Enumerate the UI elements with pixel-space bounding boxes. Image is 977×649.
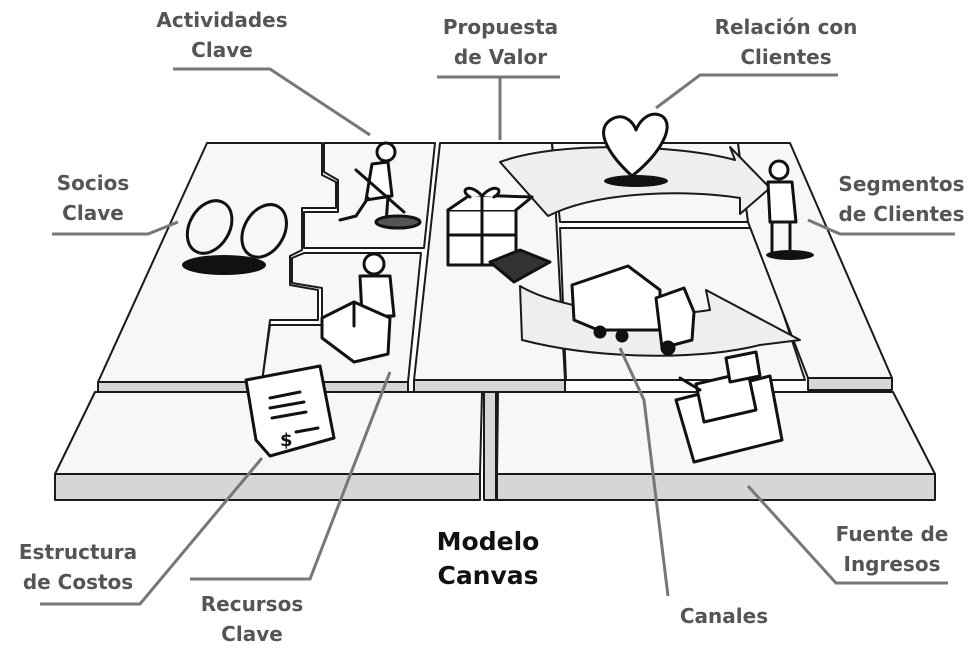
leader-canales <box>618 347 670 597</box>
leader-recursos <box>190 371 392 581</box>
relacion-line2: Clientes <box>740 45 832 69</box>
recursos-line2: Clave <box>221 622 283 646</box>
label-socios-clave: Socios Clave <box>40 168 146 228</box>
delivery-truck-icon <box>570 264 696 356</box>
leader-lines <box>40 67 955 606</box>
diagram-title: Modelo Canvas <box>412 525 564 593</box>
actividades-line1: Actividades <box>156 8 288 32</box>
cash-register-icon <box>674 350 784 464</box>
leader-ingresos <box>746 484 948 585</box>
relacion-line1: Relación con <box>714 15 858 39</box>
socios-line2: Clave <box>62 201 124 225</box>
leader-costos <box>40 457 264 606</box>
propuesta-line2: de Valor <box>453 45 548 69</box>
heart-icon <box>602 112 669 187</box>
label-estructura-costos: Estructura de Costos <box>6 537 150 597</box>
ingresos-block-side <box>496 473 936 501</box>
ingresos-line2: Ingresos <box>843 552 941 576</box>
worker-with-box-icon <box>320 252 396 364</box>
costos-line2: de Costos <box>22 570 134 594</box>
ingresos-line1: Fuente de <box>835 522 949 546</box>
label-segmentos-clientes: Segmentos de Clientes <box>826 169 977 229</box>
leader-relacion <box>655 73 838 110</box>
label-actividades-clave: Actividades Clave <box>146 5 298 65</box>
label-canales: Canales <box>661 601 787 631</box>
segmentos-line1: Segmentos <box>838 172 965 196</box>
segmentos-block-side <box>807 377 893 391</box>
leader-socios <box>52 220 179 236</box>
canales-line1: Canales <box>679 604 769 628</box>
gift-box-icon <box>446 186 552 284</box>
label-recursos-clave: Recursos Clave <box>186 589 318 649</box>
person-customer-icon <box>766 159 814 260</box>
title-line2: Canvas <box>437 561 539 590</box>
chain-links-icon <box>182 199 288 275</box>
title-line1: Modelo <box>436 527 540 556</box>
label-relacion-clientes: Relación con Clientes <box>696 12 876 72</box>
socios-block-side <box>97 381 263 393</box>
leader-segmentos <box>807 218 955 236</box>
leader-actividades <box>173 67 371 137</box>
actividades-line2: Clave <box>191 38 253 62</box>
recursos-line1: Recursos <box>200 592 304 616</box>
invoice-icon <box>244 364 336 458</box>
segmentos-line2: de Clientes <box>838 202 965 226</box>
center-divider <box>483 391 497 501</box>
invoice-dollar-sign: $ <box>280 430 293 451</box>
worker-digging-icon <box>338 141 422 230</box>
socios-line1: Socios <box>56 171 130 195</box>
label-propuesta-valor: Propuesta de Valor <box>428 12 573 72</box>
propuesta-block-side <box>413 379 566 393</box>
propuesta-line1: Propuesta <box>442 15 559 39</box>
costos-line1: Estructura <box>18 540 138 564</box>
costos-block-side <box>54 473 481 501</box>
label-fuente-ingresos: Fuente de Ingresos <box>822 519 962 579</box>
